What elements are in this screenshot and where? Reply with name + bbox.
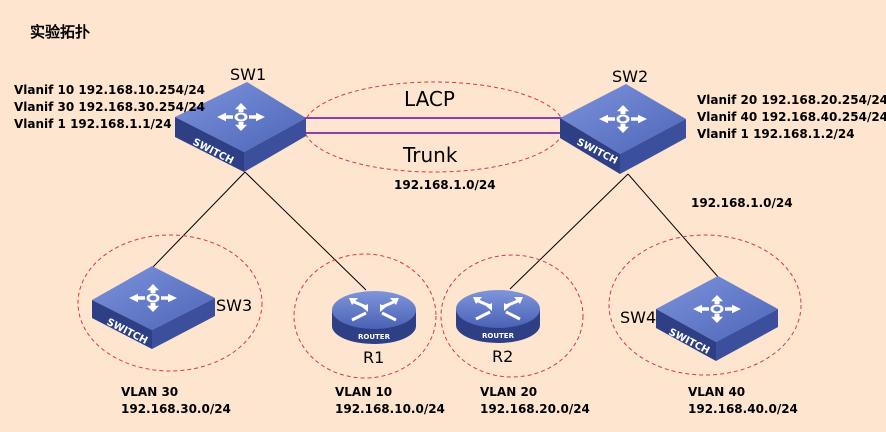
sw1-name: SW1	[230, 65, 266, 84]
link-sw2-sw4	[627, 173, 720, 279]
sw2-vlanif-item: Vlanif 40 192.168.40.254/24	[697, 110, 886, 124]
link-sw1-r1	[244, 171, 367, 291]
sw1-vlanif-item: Vlanif 30 192.168.30.254/24	[14, 100, 205, 114]
r2-ellipse	[440, 254, 584, 378]
diagram-title: 实验拓扑	[30, 23, 90, 41]
lacp-label: LACP	[404, 87, 455, 111]
sw4-ellipse	[608, 234, 802, 376]
sw4-switch-icon: SWITCH	[656, 276, 778, 361]
sw3-vlan: VLAN 30	[121, 385, 178, 399]
sw3-name: SW3	[216, 296, 252, 315]
sw2-vlanif-item: Vlanif 20 192.168.20.254/24	[697, 93, 886, 107]
sw2-subnet: 192.168.1.0/24	[691, 196, 793, 210]
r1-vlan: VLAN 10	[335, 385, 392, 399]
r1-ellipse	[293, 253, 437, 379]
sw1-vlanif-item: Vlanif 1 192.168.1.1/24	[14, 117, 172, 131]
r2-icon-label: ROUTER	[482, 332, 515, 340]
r1-icon-label: ROUTER	[358, 333, 391, 341]
connection-lines	[151, 171, 720, 291]
sw3-subnet: 192.168.30.0/24	[121, 402, 231, 416]
r2-name: R2	[492, 347, 513, 366]
sw4-subnet: 192.168.40.0/24	[688, 402, 798, 416]
r2-router-icon: ROUTER	[456, 290, 540, 343]
sw4-vlan: VLAN 40	[688, 385, 745, 399]
r1-router-icon: ROUTER	[332, 291, 416, 344]
r1-subnet: 192.168.10.0/24	[335, 402, 445, 416]
trunk-label: Trunk	[402, 143, 458, 167]
r1-name: R1	[363, 348, 384, 367]
link-sw2-r2	[509, 173, 629, 290]
sw3-switch-icon: SWITCH	[92, 266, 215, 349]
trunk-subnet: 192.168.1.0/24	[394, 178, 496, 192]
sw3-ellipse	[77, 234, 263, 372]
sw4-name: SW4	[620, 308, 656, 327]
sw2-vlanif-item: Vlanif 1 192.168.1.2/24	[697, 127, 855, 141]
access-ellipses	[77, 234, 802, 379]
r2-vlan: VLAN 20	[480, 385, 537, 399]
sw2-name: SW2	[612, 67, 648, 86]
r2-subnet: 192.168.20.0/24	[480, 402, 590, 416]
sw2-switch-icon: SWITCH	[560, 84, 686, 174]
link-sw1-sw3	[151, 171, 246, 269]
sw1-vlanif-item: Vlanif 10 192.168.10.254/24	[14, 83, 205, 97]
